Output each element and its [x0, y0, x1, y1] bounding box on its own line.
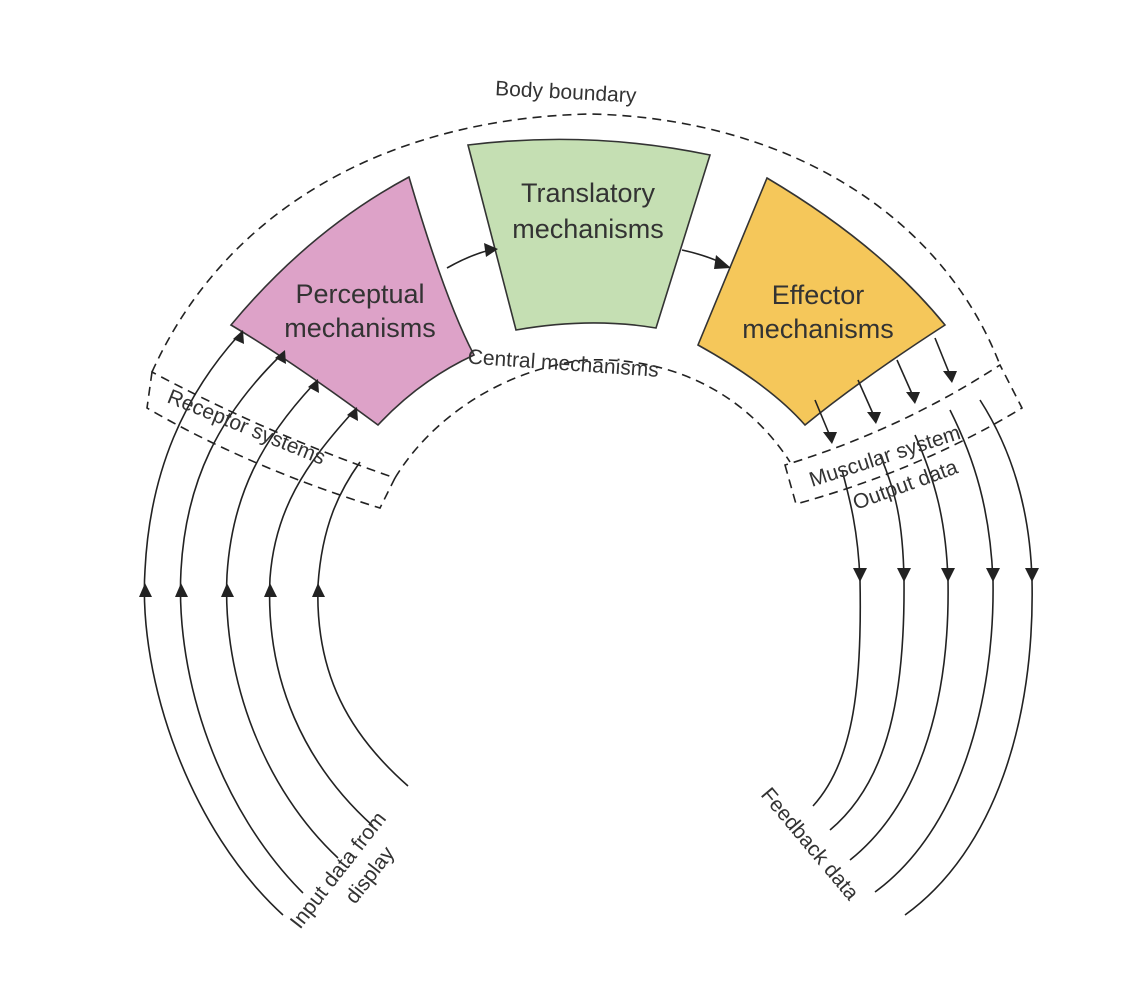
input-data-arrowheads	[139, 330, 358, 597]
body-boundary-label: Body boundary	[495, 77, 638, 107]
output-arrowheads	[823, 371, 1039, 582]
perceptual-label-line2: mechanisms	[284, 313, 436, 343]
output-feedback-lines	[812, 399, 1033, 916]
central-mechanisms-label: Central mechanisms	[467, 345, 660, 381]
effector-outputs	[814, 337, 951, 437]
central-mechanisms-arc	[394, 359, 791, 479]
feedback-data-label: Feedback data	[756, 783, 863, 904]
arrowhead-translatory-to-effector	[714, 255, 731, 269]
translatory-label-line1: Translatory	[521, 178, 656, 208]
arrowhead-perceptual-to-translatory	[484, 243, 498, 257]
translatory-mechanisms-box	[466, 138, 712, 331]
translatory-label-line2: mechanisms	[512, 214, 664, 244]
effector-label-line2: mechanisms	[742, 314, 894, 344]
receptor-systems-label: Receptor systems	[164, 385, 328, 469]
body-boundary-arc	[151, 113, 1001, 373]
effector-label-line1: Effector	[772, 280, 865, 310]
arrow-perceptual-to-translatory	[446, 249, 491, 269]
perceptual-mechanisms-box	[229, 175, 476, 427]
effector-mechanisms-box	[696, 176, 947, 427]
perceptual-label-line1: Perceptual	[295, 279, 424, 309]
muscular-system-band	[784, 363, 1024, 505]
receptor-systems-band	[146, 370, 397, 509]
